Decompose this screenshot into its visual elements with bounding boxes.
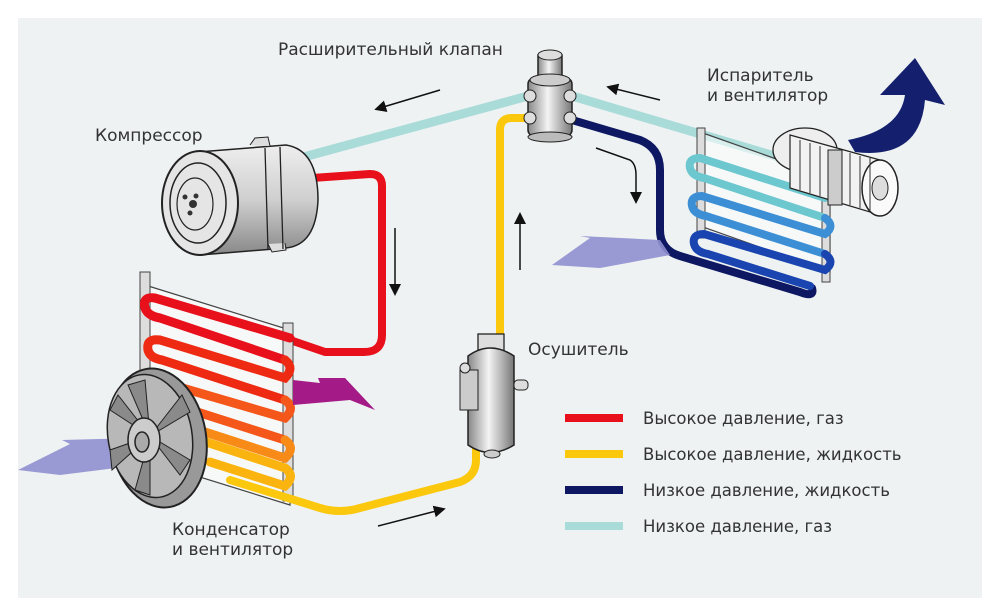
airflow-in-evaporator-icon xyxy=(552,236,670,268)
dryer-icon xyxy=(459,333,529,459)
legend-swatch-high-liquid xyxy=(565,450,623,458)
legend-label: Низкое давление, газ xyxy=(643,516,833,536)
legend: Высокое давление, газ Высокое давление, … xyxy=(565,400,902,544)
fan-icon xyxy=(106,367,208,509)
legend-item: Высокое давление, жидкость xyxy=(565,436,902,472)
dryer-label: Осушитель xyxy=(528,340,629,360)
compressor-icon xyxy=(161,136,319,256)
evaporator-label-line1: Испаритель xyxy=(707,66,814,86)
condenser-icon xyxy=(139,271,295,506)
flow-arrow-icon xyxy=(377,505,446,527)
pipe-low-gas xyxy=(295,91,533,163)
legend-label: Высокое давление, газ xyxy=(643,408,844,428)
blower-icon xyxy=(772,127,899,217)
evaporator-label-line2: и вентилятор xyxy=(707,86,829,106)
legend-label: Низкое давление, жидкость xyxy=(643,480,890,500)
valve-icon xyxy=(523,49,577,143)
legend-swatch-low-liquid xyxy=(565,486,623,494)
condenser-label-line1: Конденсатор xyxy=(172,520,290,540)
pipe-low-liquid xyxy=(568,116,817,299)
expansion-valve-label: Расширительный клапан xyxy=(278,40,503,60)
condenser-label-line2: и вентилятор xyxy=(172,540,294,560)
legend-item: Низкое давление, жидкость xyxy=(565,472,902,508)
airflow-hot-out-icon xyxy=(293,378,375,410)
legend-swatch-high-gas xyxy=(565,414,623,422)
pipe-high-liquid xyxy=(226,441,480,515)
pipe-high-gas xyxy=(286,170,386,356)
flow-arrow-icon xyxy=(374,89,441,113)
legend-item: Высокое давление, газ xyxy=(565,400,902,436)
flow-arrow-icon xyxy=(606,83,661,101)
compressor-label: Компрессор xyxy=(95,126,203,146)
legend-item: Низкое давление, газ xyxy=(565,508,902,544)
pipe-high-liquid xyxy=(496,114,534,349)
legend-label: Высокое давление, жидкость xyxy=(643,444,902,464)
flow-arrow-icon xyxy=(595,147,642,204)
legend-swatch-low-gas xyxy=(565,522,623,530)
airflow-cold-out-icon xyxy=(848,58,945,153)
